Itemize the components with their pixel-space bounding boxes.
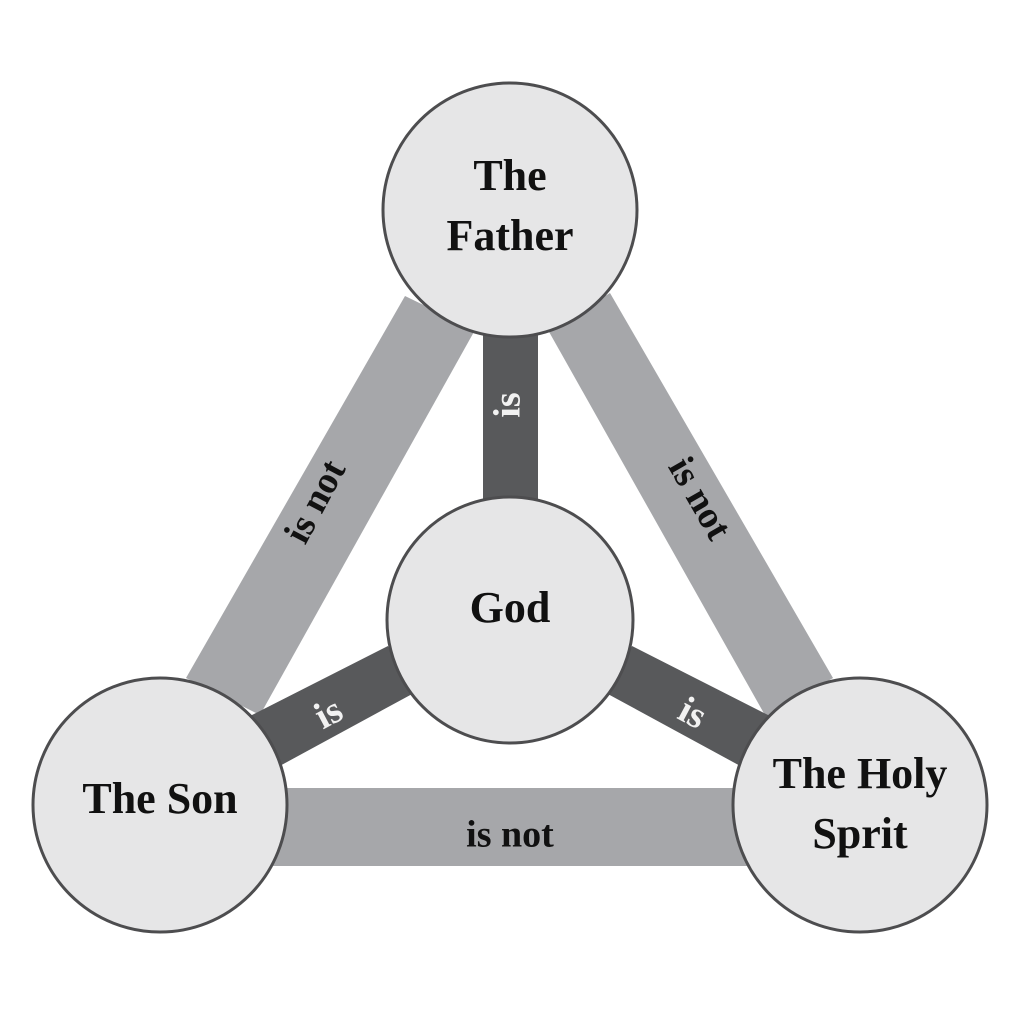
- father-label-line1: The: [473, 151, 546, 200]
- band-father-spirit: [548, 293, 833, 717]
- god-label: God: [470, 583, 551, 632]
- band-father-god: [483, 320, 538, 520]
- rel-father-god: is: [487, 392, 529, 417]
- spirit-label-line1: The Holy: [773, 749, 948, 798]
- band-father-son: [186, 296, 475, 715]
- node-father: [381, 81, 639, 339]
- band-spirit-god: [606, 646, 770, 768]
- node-god: [385, 495, 635, 745]
- spirit-label-line2: Sprit: [812, 809, 908, 858]
- band-son-god: [250, 646, 414, 768]
- son-label: The Son: [82, 774, 237, 823]
- band-son-spirit: [265, 788, 765, 866]
- father-label-line2: Father: [446, 211, 573, 260]
- node-son: [31, 676, 289, 934]
- node-spirit: [731, 676, 989, 934]
- rel-son-spirit: is not: [466, 814, 554, 856]
